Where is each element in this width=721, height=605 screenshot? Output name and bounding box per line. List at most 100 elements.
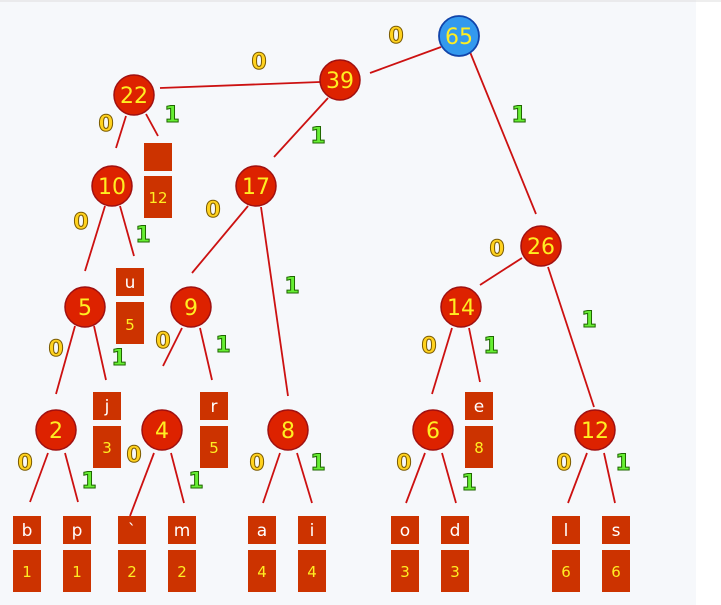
leaf-count: 3 [102, 439, 112, 457]
bit-0-6-o: 0 [396, 451, 411, 476]
bit-1-22-space: 1 [164, 103, 179, 128]
leaf-char: d [450, 521, 461, 541]
leaf-count: 12 [148, 189, 167, 207]
leaf-p: p 1 [63, 516, 91, 592]
leaf-m: m 2 [168, 516, 196, 592]
svg-text:22: 22 [120, 84, 148, 109]
leaf-char: a [257, 521, 267, 541]
svg-text:12: 12 [581, 419, 609, 444]
leaf-count: 2 [177, 563, 187, 581]
leaf-count: 1 [22, 563, 32, 581]
bit-0-9-4: 0 [155, 329, 170, 354]
node-6: 6 [412, 409, 454, 451]
leaf-char: p [72, 521, 83, 541]
bit-0-2-b: 0 [17, 451, 32, 476]
leaf-count: 1 [72, 563, 82, 581]
svg-text:4: 4 [155, 419, 169, 444]
bit-1-14-e: 1 [483, 334, 498, 359]
edge-14-6 [431, 327, 453, 395]
edge-39-22 [159, 81, 321, 89]
node-14: 14 [440, 286, 482, 328]
edge-12-s [603, 452, 616, 504]
svg-text:2: 2 [49, 419, 63, 444]
bit-0-65-39: 0 [388, 24, 403, 49]
edge-65-26 [469, 51, 537, 215]
node-12: 12 [574, 409, 616, 451]
bit-1-8-i: 1 [310, 451, 325, 476]
bit-0-12-l: 0 [556, 451, 571, 476]
leaf-j: j 3 [93, 392, 121, 468]
edge-9-r [199, 327, 213, 381]
leaf-count: 5 [125, 316, 135, 334]
edge-22-space [145, 113, 159, 137]
bit-1-65-26: 1 [511, 103, 526, 128]
edge-14-e [468, 327, 481, 383]
edge-bit-labels: 0 1 0 1 0 1 0 1 0 1 0 1 0 1 0 1 0 1 0 1 … [17, 24, 631, 497]
edge-12-l [567, 452, 588, 504]
node-22: 22 [113, 74, 155, 116]
bit-0-14-6: 0 [421, 334, 436, 359]
leaf-char: m [174, 521, 191, 541]
leaf-o: o 3 [391, 516, 419, 592]
edge-2-b [29, 452, 49, 503]
leaf-count: 3 [400, 563, 410, 581]
edge-9-4 [162, 327, 183, 367]
tree-nodes: 65 39 22 17 10 5 9 2 4 8 26 14 6 12 [35, 15, 616, 451]
bit-0-10-5: 0 [73, 210, 88, 235]
node-5: 5 [64, 286, 106, 328]
bit-1-9-r: 1 [215, 333, 230, 358]
edge-5-2 [55, 325, 76, 395]
bit-1-39-17: 1 [310, 124, 325, 149]
tree-leaves: 12 u 5 j 3 r 5 e 8 b [13, 143, 630, 592]
bit-1-17-8: 1 [284, 274, 299, 299]
leaf-count: 5 [209, 439, 219, 457]
leaf-i: i 4 [298, 516, 326, 592]
leaf-e: e 8 [465, 392, 493, 468]
leaf-char: s [612, 521, 621, 541]
svg-text:14: 14 [447, 296, 475, 321]
bit-0-4-backtick: 0 [126, 443, 141, 468]
node-39: 39 [319, 59, 361, 101]
svg-text:8: 8 [281, 419, 295, 444]
svg-text:6: 6 [426, 419, 440, 444]
leaf-char: o [400, 521, 410, 541]
edge-22-10 [115, 115, 127, 149]
node-4: 4 [141, 409, 183, 451]
svg-text:5: 5 [78, 296, 92, 321]
edge-65-39 [369, 46, 442, 74]
leaf-char: i [310, 521, 315, 541]
leaf-s: s 6 [602, 516, 630, 592]
bit-0-26-14: 0 [489, 237, 504, 262]
node-2: 2 [35, 409, 77, 451]
leaf-char: r [211, 397, 218, 417]
edge-4-m [170, 452, 185, 504]
edge-6-d [441, 452, 457, 504]
bit-1-26-12: 1 [581, 308, 596, 333]
edge-17-8 [260, 206, 289, 397]
leaf-u: u 5 [116, 268, 144, 344]
leaf-count: 8 [474, 439, 484, 457]
bit-0-39-22: 0 [251, 50, 266, 75]
node-10: 10 [91, 165, 133, 207]
edge-6-o [405, 452, 426, 504]
leaf-count: 4 [257, 563, 267, 581]
leaf-count: 3 [450, 563, 460, 581]
bit-0-22-10: 0 [98, 112, 113, 137]
tree-edges [29, 46, 616, 517]
svg-text:10: 10 [98, 175, 126, 200]
leaf-char: u [125, 273, 136, 293]
leaf-count: 2 [127, 563, 137, 581]
bit-1-5-j: 1 [111, 346, 126, 371]
svg-text:17: 17 [242, 175, 270, 200]
leaf-count: 6 [611, 563, 621, 581]
svg-text:65: 65 [445, 25, 473, 50]
leaf-l: l 6 [552, 516, 580, 592]
svg-text:9: 9 [184, 296, 198, 321]
bit-0-8-a: 0 [249, 451, 264, 476]
bit-1-10-u: 1 [135, 223, 150, 248]
bit-0-5-2: 0 [48, 337, 63, 362]
edge-26-12 [547, 266, 595, 408]
edge-26-14 [479, 257, 523, 286]
bit-0-17-9: 0 [205, 198, 220, 223]
